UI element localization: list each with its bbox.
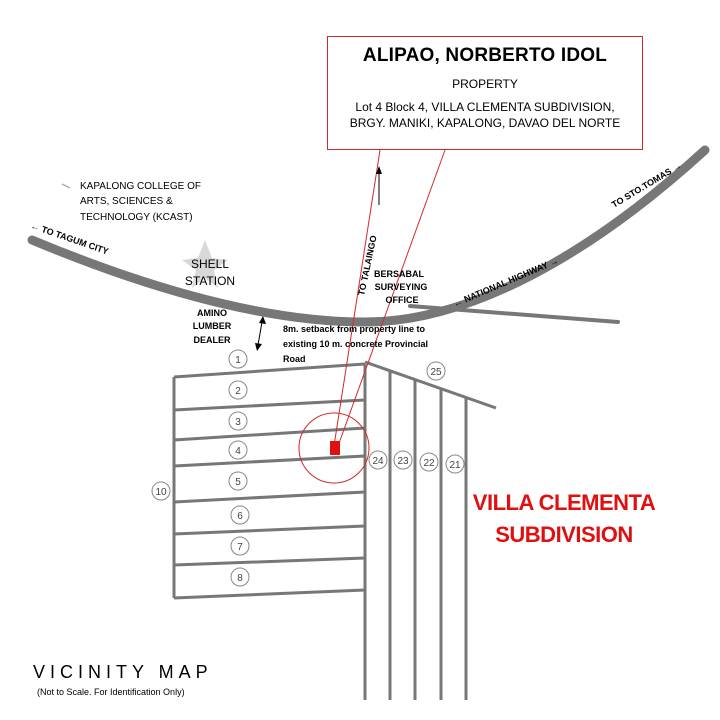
property-label: PROPERTY [452,77,518,91]
svg-text:23: 23 [397,456,409,467]
setback-arrow [255,316,266,351]
block-number-3: 3 [228,411,248,431]
block-number-6: 6 [230,505,250,525]
kcast-label-3: TECHNOLOGY (KCAST) [80,212,193,223]
svg-text:4: 4 [235,446,241,457]
svg-text:3: 3 [235,417,241,428]
block-number-24: 24 [368,450,388,470]
subdivision-streets [172,360,497,700]
kcast-marker [61,183,71,189]
owner-name: ALIPAO, NORBERTO IDOL [362,45,608,66]
property-address: Lot 4 Block 4, VILLA CLEMENTA SUBDIVISIO… [328,99,642,131]
kcast-label-1: KAPALONG COLLEGE OF [80,181,201,192]
vicinity-map-note: (Not to Scale. For Identification Only) [37,687,185,697]
national-highway-label: ← NATIONAL HIGHWAY → [452,255,560,308]
block-number-23: 23 [393,450,413,470]
address-line-2: BRGY. MANIKI, KAPALONG, DAVAO DEL NORTE [349,116,621,130]
bersabal-label-3: OFFICE [386,295,419,305]
lot-marker [330,441,340,455]
pointer-line-left [333,149,381,447]
svg-text:21: 21 [449,460,461,471]
property-title-box: ALIPAO, NORBERTO IDOL PROPERTY Lot 4 Blo… [327,36,643,150]
svg-text:22: 22 [423,458,435,469]
svg-text:8: 8 [237,573,243,584]
amino-label-3: DEALER [193,335,231,345]
svg-text:7: 7 [237,542,243,553]
shell-station-marker [182,240,228,288]
branch-road [408,304,620,324]
svg-text:5: 5 [235,477,241,488]
subdivision-name-2: SUBDIVISION [495,522,633,547]
national-highway-road [27,145,710,327]
amino-label-1: AMINO [197,308,227,318]
block-number-22: 22 [419,452,439,472]
block-number-5: 5 [228,471,248,491]
setback-note-2: existing 10 m. concrete Provincial [283,339,428,349]
shell-label-2: STATION [185,274,235,288]
setback-note-3: Road [283,354,306,364]
svg-text:6: 6 [237,511,243,522]
block-number-8: 8 [230,567,250,587]
to-talaingo-arrow [376,166,382,205]
svg-text:2: 2 [235,386,241,397]
subdivision-name-1: VILLA CLEMENTA [473,490,656,515]
bersabal-label-1: BERSABAL [374,269,425,279]
pointer-line-right [337,149,446,447]
address-line-1: Lot 4 Block 4, VILLA CLEMENTA SUBDIVISIO… [355,100,615,114]
svg-text:1: 1 [235,355,241,366]
block-number-10: 10 [151,481,171,501]
block-number-1: 1 [228,349,248,369]
bersabal-label-2: SURVEYING [375,282,428,292]
vicinity-map-title: VICINITY MAP [33,662,213,682]
setback-note-1: 8m. setback from property line to [283,324,426,334]
svg-text:24: 24 [372,456,384,467]
block-number-25: 25 [426,361,446,381]
block-number-21: 21 [445,454,465,474]
amino-label-2: LUMBER [193,321,232,331]
lot-highlight-circle [298,412,370,484]
block-number-2: 2 [228,380,248,400]
block-number-4: 4 [228,440,248,460]
shell-label-1: SHELL [191,257,229,271]
block-number-7: 7 [230,536,250,556]
kcast-label-2: ARTS, SCIENCES & [80,196,173,207]
svg-text:25: 25 [430,367,442,378]
svg-text:10: 10 [155,487,167,498]
